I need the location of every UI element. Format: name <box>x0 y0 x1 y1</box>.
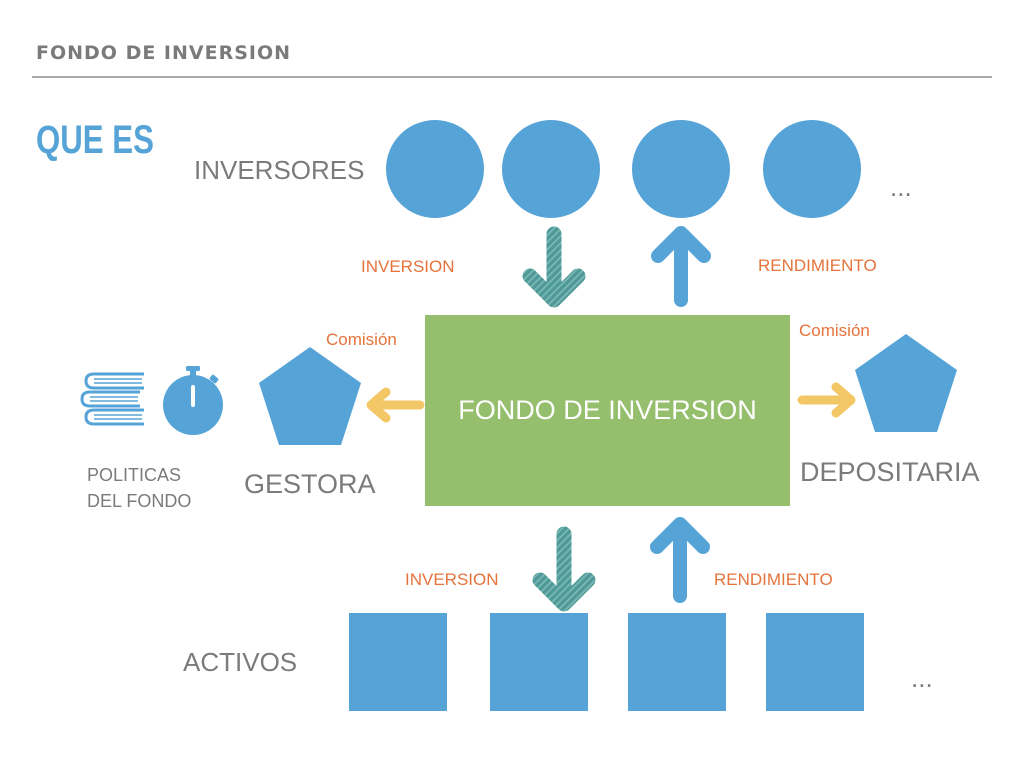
depositaria-label: DEPOSITARIA <box>800 457 980 487</box>
investor-circle <box>386 120 484 218</box>
asset-square <box>628 613 726 711</box>
investors-label: INVERSORES <box>194 155 365 185</box>
slide-title: QUE ES <box>36 118 154 162</box>
fondo-label: FONDO DE INVERSION <box>458 395 757 425</box>
investors-more-ellipsis: ... <box>890 172 912 202</box>
commission-right-arrow-icon <box>797 382 856 418</box>
gestora-pentagon <box>259 347 361 445</box>
fondo-box: FONDO DE INVERSION <box>425 315 790 506</box>
policies-label-line2: DEL FONDO <box>87 491 192 511</box>
investor-circle <box>763 120 861 218</box>
asset-square <box>766 613 864 711</box>
bottom-rendimiento-label: RENDIMIENTO <box>714 570 833 589</box>
top-inversion-label: INVERSION <box>361 257 455 276</box>
policies-label-line1: POLITICAS <box>87 465 182 485</box>
investor-circle <box>502 120 600 218</box>
gestora-commission-label: Comisión <box>326 330 397 349</box>
header-title: FONDO DE INVERSION <box>36 42 292 64</box>
header-divider <box>32 76 992 78</box>
investor-circle <box>632 120 730 218</box>
policies-label: POLITICAS DEL FONDO <box>87 462 191 514</box>
rendimiento-up-arrow-icon <box>651 226 711 307</box>
inversion-down-arrow-icon <box>522 226 586 308</box>
assets-more-ellipsis: ... <box>911 663 933 693</box>
top-rendimiento-label: RENDIMIENTO <box>758 256 877 275</box>
inversion-down-arrow-icon <box>532 526 596 612</box>
rendimiento-up-arrow-icon <box>650 517 710 603</box>
bottom-inversion-label: INVERSION <box>405 570 499 589</box>
books-icon <box>80 372 144 426</box>
assets-label: ACTIVOS <box>183 647 298 677</box>
asset-square <box>490 613 588 711</box>
gestora-label: GESTORA <box>244 469 376 499</box>
depositaria-commission-label: Comisión <box>799 321 870 340</box>
asset-square <box>349 613 447 711</box>
commission-left-arrow-icon <box>366 387 425 423</box>
depositaria-pentagon <box>855 334 957 432</box>
stopwatch-icon <box>163 366 223 435</box>
